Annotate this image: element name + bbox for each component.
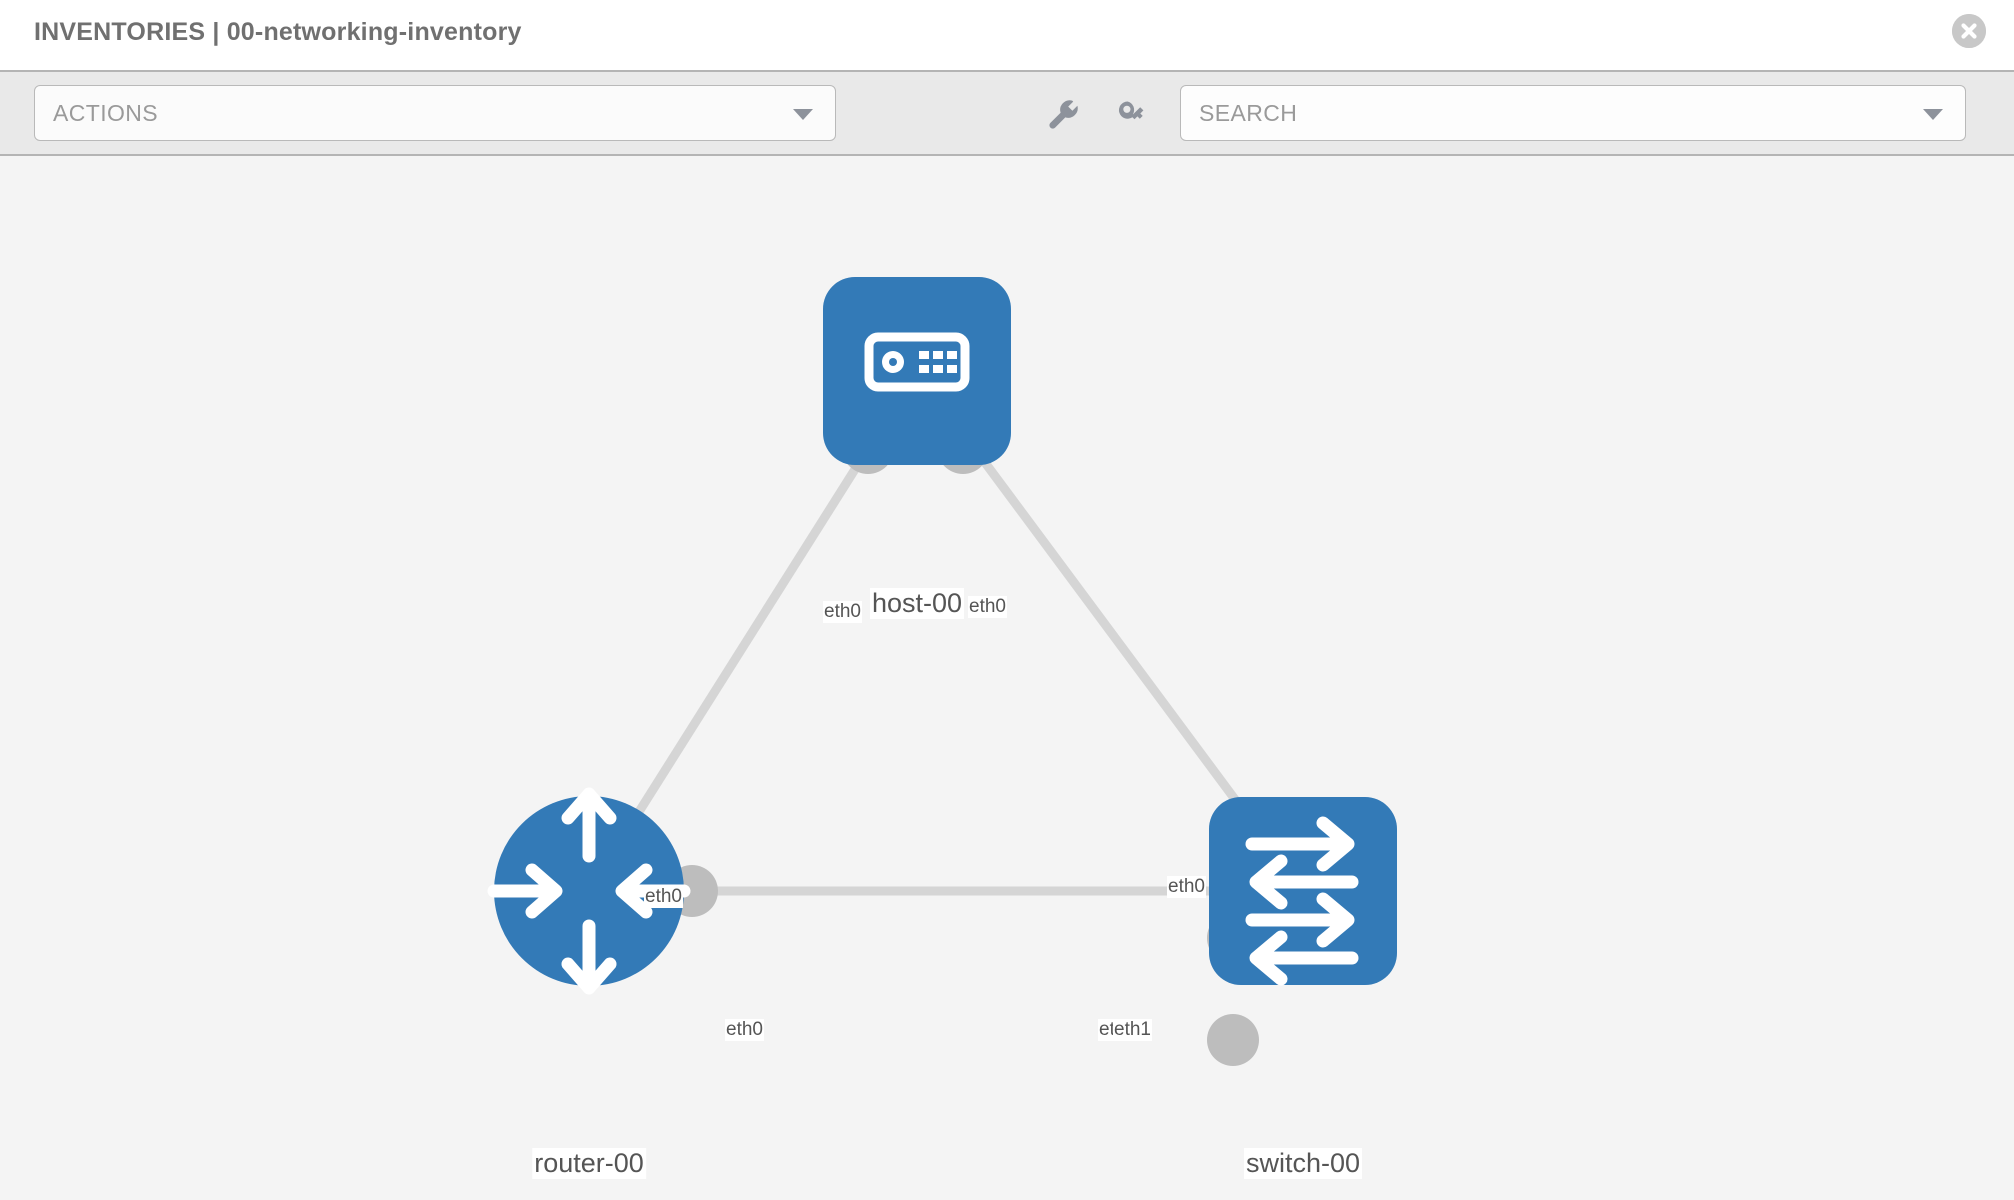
port-switch-left-b [1207, 1014, 1259, 1066]
topology-canvas[interactable]: eth0 eth0 eth0 eth0 eth0 eth0 eth1 host-… [0, 156, 2014, 1200]
close-icon[interactable] [1952, 14, 1986, 48]
chevron-down-icon[interactable] [1923, 109, 1943, 120]
node-label-switch: switch-00 [1243, 1148, 1363, 1179]
search-input[interactable]: SEARCH [1180, 85, 1966, 141]
node-switch-00[interactable] [1209, 797, 1397, 986]
port-label: eth0 [725, 1019, 764, 1041]
port-label: eth0 [968, 596, 1007, 618]
page-title: INVENTORIES | 00-networking-inventory [34, 18, 522, 46]
actions-dropdown[interactable]: ACTIONS [34, 85, 836, 141]
node-host-00[interactable] [823, 277, 1011, 465]
key-icon[interactable] [1112, 94, 1152, 134]
toolbar: ACTIONS SEARCH [0, 70, 2014, 156]
port-label: eth1 [1113, 1019, 1152, 1041]
node-label-host: host-00 [869, 588, 965, 619]
port-label: eth0 [1167, 876, 1206, 898]
wrench-icon[interactable] [1043, 94, 1083, 134]
chevron-down-icon [793, 109, 813, 120]
page-header: INVENTORIES | 00-networking-inventory [0, 0, 2014, 70]
actions-dropdown-label: ACTIONS [53, 100, 159, 126]
search-placeholder: SEARCH [1199, 100, 1298, 126]
port-label: eth0 [644, 886, 683, 908]
topology-ports [666, 422, 1259, 1066]
port-label: eth0 [823, 601, 862, 623]
node-label-router: router-00 [532, 1148, 646, 1179]
node-router-00[interactable] [487, 787, 691, 995]
topology-graph [487, 277, 1397, 1066]
